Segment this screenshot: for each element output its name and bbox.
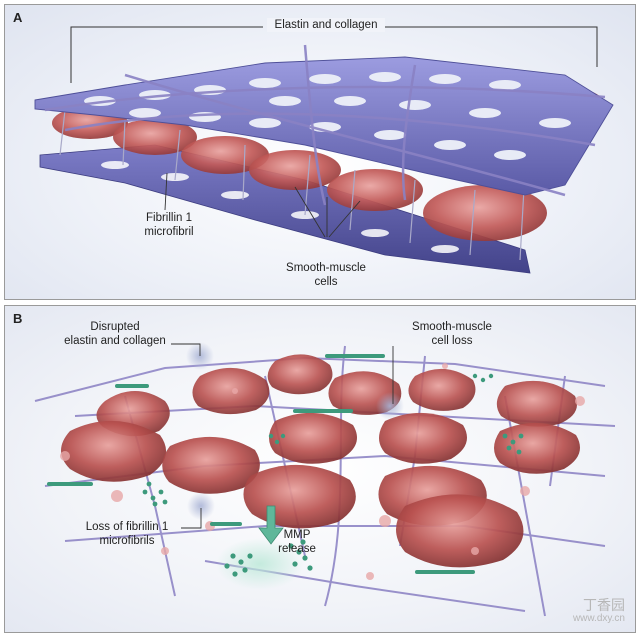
watermark-line1: 丁香园 xyxy=(583,597,625,613)
label-mmp-release: MMP release xyxy=(275,528,319,556)
elastin-bracket xyxy=(70,26,598,83)
pink-particles xyxy=(60,363,585,580)
panel-a-letter: A xyxy=(13,10,23,25)
watermark-line2: www.dxy.cn xyxy=(572,613,625,624)
panel-a-leader-lines xyxy=(164,172,361,238)
degenerating-cells xyxy=(61,354,580,568)
label-loss-fibrillin: Loss of fibrillin 1 microfibrils xyxy=(71,520,183,548)
panel-b-illustration xyxy=(34,342,616,617)
smc-loss-glow xyxy=(376,392,404,420)
label-mmp-line2: release xyxy=(278,543,316,555)
label-elastin-collagen: Elastin and collagen xyxy=(267,18,385,32)
panel-b: B xyxy=(4,305,636,633)
label-disrupted-line2: elastin and collagen xyxy=(64,335,166,347)
label-loss-fib-line2: microfibrils xyxy=(99,535,155,547)
watermark: 丁香园 www.dxy.cn xyxy=(572,597,625,625)
collagen-fibers xyxy=(44,44,606,206)
panel-b-letter: B xyxy=(13,311,23,326)
label-disrupted-elastin: Disrupted elastin and collagen xyxy=(59,320,171,348)
label-smc-loss-line1: Smooth-muscle xyxy=(412,321,492,333)
label-fibrillin-microfibril: Fibrillin 1 microfibril xyxy=(129,211,209,239)
mmp-arrow-icon xyxy=(258,505,284,545)
label-loss-fib-line1: Loss of fibrillin 1 xyxy=(85,521,169,533)
label-smooth-line1: Smooth-muscle xyxy=(286,262,366,274)
fibrillin-fragments xyxy=(47,354,475,574)
panel-b-leader-lines xyxy=(171,343,394,529)
mmp-glow xyxy=(216,538,304,590)
elastin-layer-bottom xyxy=(39,144,531,274)
label-mmp-line1: MMP xyxy=(283,529,311,541)
mmp-particles xyxy=(142,373,524,577)
fibrillin-loss-glow xyxy=(187,492,215,520)
label-smooth-muscle-cells: Smooth-muscle cells xyxy=(273,261,379,289)
label-smc-loss-line2: cell loss xyxy=(431,335,473,347)
label-smooth-line2: cells xyxy=(314,276,338,288)
label-fibrillin-line2: microfibril xyxy=(144,226,194,238)
label-fibrillin-line1: Fibrillin 1 xyxy=(145,212,192,224)
panel-a: A xyxy=(4,4,636,300)
label-disrupted-line1: Disrupted xyxy=(90,321,140,333)
panel-a-illustration xyxy=(34,26,614,274)
label-smc-loss: Smooth-muscle cell loss xyxy=(397,320,507,348)
